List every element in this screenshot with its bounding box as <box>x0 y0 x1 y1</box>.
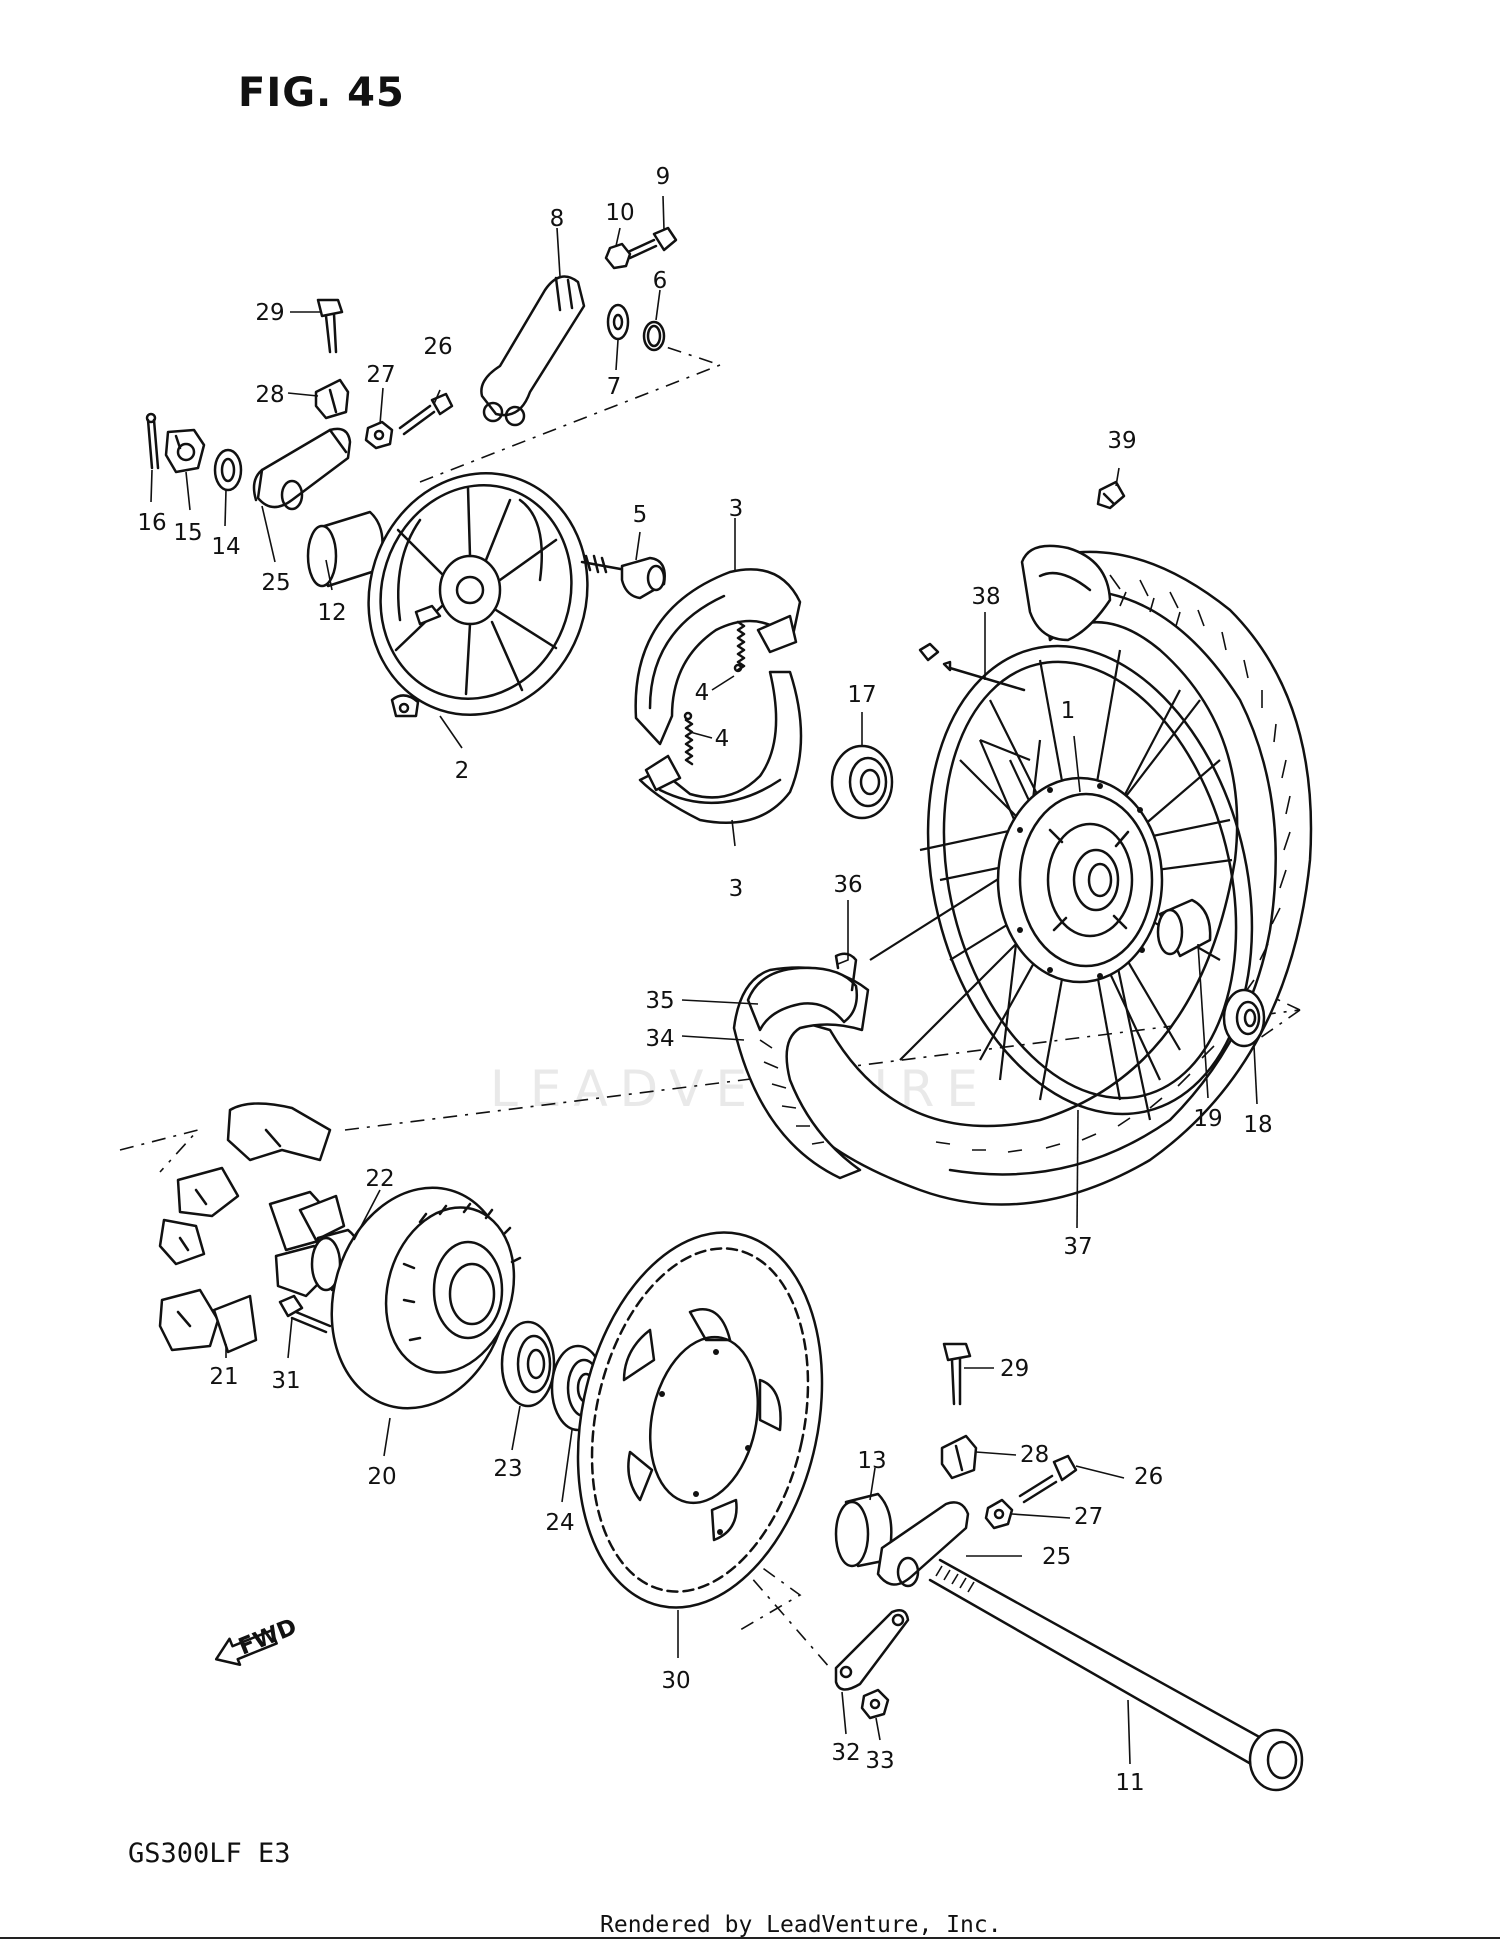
wheel-dampers <box>158 1102 346 1354</box>
nut-27-lower <box>984 1498 1014 1530</box>
callout-28-upper: 28 <box>255 382 284 408</box>
callout-29-upper: 29 <box>255 300 284 326</box>
clamp-28-lower <box>940 1434 978 1480</box>
callout-7: 7 <box>607 374 622 400</box>
bolt-26-upper <box>398 392 454 436</box>
wheel-bearing-17 <box>830 744 894 820</box>
shoe-spring-upper <box>733 620 746 673</box>
callout-35: 35 <box>645 988 674 1014</box>
callout-25-lower: 25 <box>1042 1544 1071 1570</box>
callout-27-lower: 27 <box>1074 1504 1103 1530</box>
rear-sprocket <box>576 1231 824 1609</box>
callout-27-upper: 27 <box>366 362 395 388</box>
inner-tube <box>746 966 858 1032</box>
brake-cam <box>580 554 666 600</box>
washer-7 <box>606 303 630 341</box>
callout-29-lower: 29 <box>1000 1356 1029 1382</box>
callout-labels: 1 2 3 3 4 4 5 6 7 8 9 10 11 12 13 14 15 … <box>137 164 1272 1796</box>
bearing-23 <box>500 1320 556 1408</box>
nut-10 <box>604 242 632 270</box>
rim-band <box>834 952 858 992</box>
callout-17: 17 <box>847 682 876 708</box>
tire-inner-section <box>1020 544 1112 642</box>
callout-39: 39 <box>1107 428 1136 454</box>
callout-23: 23 <box>493 1456 522 1482</box>
valve-cap <box>1096 480 1126 510</box>
cotter-pin <box>145 412 160 470</box>
bolt-26-lower <box>1018 1454 1078 1504</box>
callout-8: 8 <box>550 206 565 232</box>
shoe-spring-lower <box>683 711 694 766</box>
footer-credit: Rendered by LeadVenture, Inc. <box>600 1912 1002 1938</box>
callout-19: 19 <box>1193 1106 1222 1132</box>
callout-14: 14 <box>211 534 240 560</box>
oil-seal-18 <box>1222 988 1266 1048</box>
callout-36: 36 <box>833 872 862 898</box>
callout-5: 5 <box>633 502 648 528</box>
callout-6: 6 <box>653 268 668 294</box>
callout-38: 38 <box>971 584 1000 610</box>
leader-lines <box>150 195 1258 1765</box>
clamp-28 <box>314 378 350 420</box>
callout-4-lower: 4 <box>715 726 730 752</box>
bolt-9 <box>626 226 678 260</box>
spoke-set <box>918 642 1026 692</box>
callout-13: 13 <box>857 1448 886 1474</box>
callout-18: 18 <box>1243 1112 1272 1138</box>
bolt-29-lower <box>942 1342 972 1406</box>
callout-11: 11 <box>1115 1770 1144 1796</box>
sprocket-drum <box>330 1186 522 1410</box>
callout-1: 1 <box>1061 698 1076 724</box>
callout-31: 31 <box>271 1368 300 1394</box>
torque-link-upper <box>252 427 352 511</box>
callout-32: 32 <box>831 1740 860 1766</box>
callout-22: 22 <box>365 1166 394 1192</box>
lock-washer-32 <box>834 1609 910 1691</box>
brake-panel <box>367 472 589 718</box>
callout-37: 37 <box>1063 1234 1092 1260</box>
callout-12: 12 <box>317 600 346 626</box>
callout-21: 21 <box>209 1364 238 1390</box>
callout-4-upper: 4 <box>695 680 710 706</box>
castle-nut <box>164 428 206 474</box>
fwd-label: FWD <box>235 1614 301 1661</box>
callout-26-upper: 26 <box>423 334 452 360</box>
callout-28-lower: 28 <box>1020 1442 1049 1468</box>
sleeve-13 <box>834 1492 893 1568</box>
callout-20: 20 <box>367 1464 396 1490</box>
wheel-hub <box>996 776 1164 984</box>
nut-33 <box>860 1688 890 1720</box>
torque-link-lower <box>876 1501 970 1588</box>
nut-27-upper <box>364 420 394 450</box>
callout-30: 30 <box>661 1668 690 1694</box>
callout-10: 10 <box>605 200 634 226</box>
callout-9: 9 <box>656 164 671 190</box>
callout-15: 15 <box>173 520 202 546</box>
callout-3-upper: 3 <box>729 496 744 522</box>
washer-14 <box>213 448 243 492</box>
callout-26-lower: 26 <box>1134 1464 1163 1490</box>
spacer-19 <box>1156 898 1212 958</box>
callout-24: 24 <box>545 1510 574 1536</box>
callout-25-upper: 25 <box>261 570 290 596</box>
brake-shoe-upper <box>634 568 802 746</box>
bolt-31 <box>278 1294 332 1334</box>
callout-33: 33 <box>865 1748 894 1774</box>
brake-shoe-lower <box>638 670 803 824</box>
model-code: GS300LF E3 <box>128 1838 291 1869</box>
callout-16: 16 <box>137 510 166 536</box>
callout-34: 34 <box>645 1026 674 1052</box>
callout-3-lower: 3 <box>729 876 744 902</box>
fwd-arrow: FWD <box>214 1614 301 1666</box>
bolt-29-upper <box>316 298 344 354</box>
footer-divider <box>0 1937 1500 1939</box>
o-ring-6 <box>642 320 666 352</box>
callout-2: 2 <box>455 758 470 784</box>
brake-cam-lever <box>480 275 586 427</box>
figure-title: FIG. 45 <box>238 70 405 116</box>
rear-axle <box>928 1558 1304 1792</box>
